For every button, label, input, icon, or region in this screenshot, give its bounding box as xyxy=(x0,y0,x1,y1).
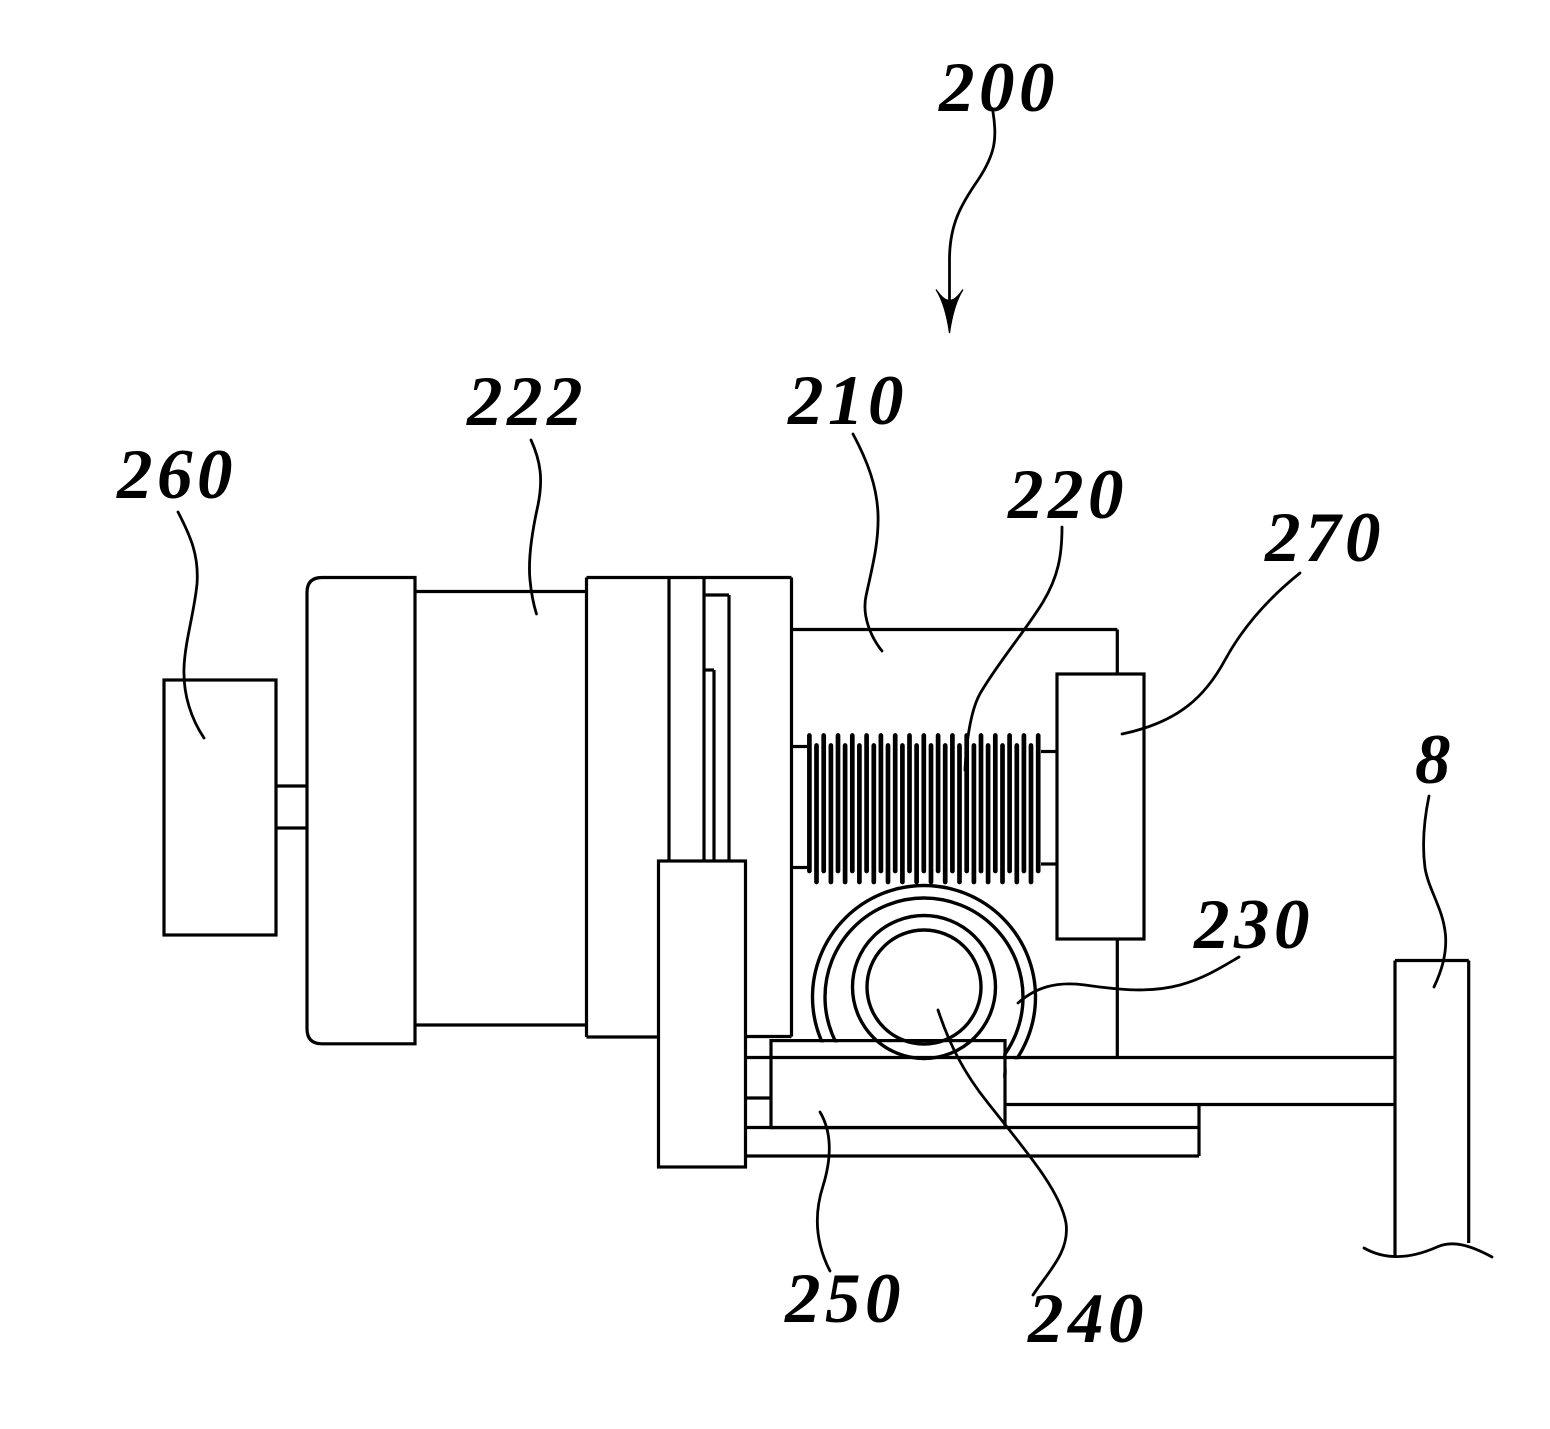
svg-text:220: 220 xyxy=(1007,456,1128,534)
svg-text:230: 230 xyxy=(1193,886,1314,964)
svg-text:260: 260 xyxy=(116,436,237,514)
svg-text:250: 250 xyxy=(784,1260,905,1338)
svg-text:200: 200 xyxy=(938,49,1059,127)
svg-text:240: 240 xyxy=(1027,1280,1148,1358)
svg-text:210: 210 xyxy=(787,362,908,440)
svg-text:8: 8 xyxy=(1415,721,1455,799)
svg-text:222: 222 xyxy=(466,363,587,441)
svg-text:270: 270 xyxy=(1264,499,1385,577)
